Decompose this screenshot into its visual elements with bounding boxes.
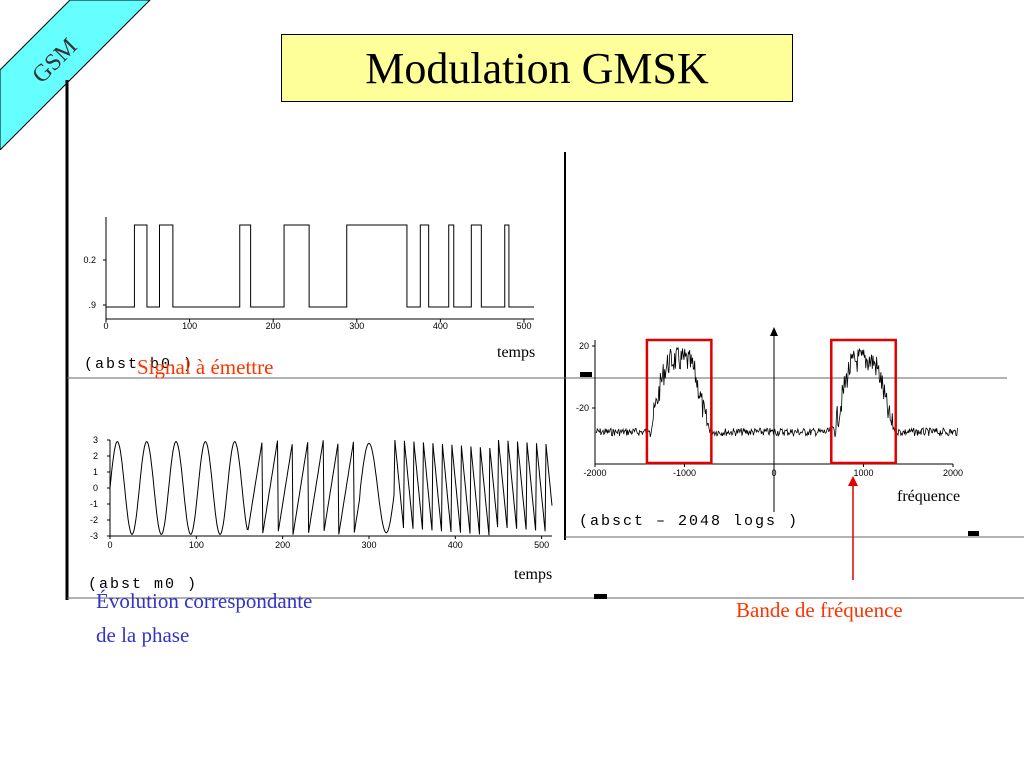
phase-axis-word: temps bbox=[514, 566, 553, 583]
slide-title-box: Modulation GMSK bbox=[281, 34, 793, 102]
marker-3 bbox=[594, 594, 607, 599]
marker-1 bbox=[580, 372, 592, 377]
phase-y-tick-label: 3 bbox=[93, 435, 98, 445]
signal-x-tick-label: 300 bbox=[349, 321, 364, 331]
spectrum-axis-word: fréquence bbox=[897, 488, 961, 505]
spectrum-series-line bbox=[595, 346, 958, 438]
marker-2 bbox=[968, 531, 979, 536]
phase-y-tick-label: -3 bbox=[90, 531, 98, 541]
phase-caption: Évolution correspondante de la phase bbox=[96, 585, 312, 652]
signal-axis-overlay-text: (abst b0 ) bbox=[84, 356, 194, 373]
signal-y-tick-label: 0.2 bbox=[83, 255, 96, 265]
spectrum-y-tick-label: 20 bbox=[579, 341, 589, 351]
spectrum-x-tick-label: -2000 bbox=[583, 468, 606, 478]
signal-y-tick-label: .9 bbox=[88, 300, 96, 310]
phase-y-tick-label: 0 bbox=[93, 483, 98, 493]
slide-title: Modulation GMSK bbox=[365, 43, 709, 93]
phase-x-tick-label: 500 bbox=[534, 540, 549, 550]
spectrum-center-arrowhead bbox=[770, 327, 778, 336]
band-caption: Bande de fréquence bbox=[736, 598, 903, 622]
signal-axis-word: temps bbox=[497, 344, 536, 361]
gsm-corner-ribbon: GSM bbox=[0, 0, 151, 150]
phase-x-tick-label: 200 bbox=[275, 540, 290, 550]
phase-x-tick-label: 100 bbox=[189, 540, 204, 550]
signal-x-ticks: 0 100 200 300 400 500 bbox=[103, 319, 531, 331]
phase-y-tick-label: 2 bbox=[93, 451, 98, 461]
signal-series-line bbox=[106, 224, 534, 308]
phase-x-ticks: 0 100 200 300 400 500 bbox=[107, 536, 549, 550]
band-highlight-box bbox=[645, 338, 713, 465]
spectrum-x-tick-label: 1000 bbox=[853, 468, 873, 478]
phase-series-line bbox=[109, 439, 553, 536]
phase-caption-line2: de la phase bbox=[96, 622, 190, 647]
spectrum-y-tick-label: -20 bbox=[576, 403, 589, 413]
signal-x-tick-label: 200 bbox=[266, 321, 281, 331]
phase-y-tick-label: -2 bbox=[90, 515, 98, 525]
signal-x-tick-label: 100 bbox=[182, 321, 197, 331]
phase-y-ticks: 3 2 1 0 -1 -2 -3 bbox=[90, 435, 110, 541]
band-arrow bbox=[848, 476, 858, 580]
spectrum-x-tick-label: 2000 bbox=[943, 468, 963, 478]
phase-x-tick-label: 0 bbox=[107, 540, 112, 550]
spectrum-axis-overlay-text: (absct – 2048 logs ) bbox=[579, 513, 799, 530]
signal-y-ticks: 0.2 .9 bbox=[83, 255, 106, 310]
phase-y-tick-label: 1 bbox=[93, 467, 98, 477]
signal-x-tick-label: 500 bbox=[516, 321, 531, 331]
phase-x-tick-label: 300 bbox=[361, 540, 376, 550]
phase-y-tick-label: -1 bbox=[90, 499, 98, 509]
signal-x-tick-label: 400 bbox=[433, 321, 448, 331]
signal-x-tick-label: 0 bbox=[103, 321, 108, 331]
spectrum-y-ticks: 20 -20 bbox=[576, 341, 595, 413]
signal-chart: 0 100 200 300 400 500 0.2 .9 (abst b0 ) bbox=[83, 217, 534, 373]
spectrum-x-ticks: -2000 -1000 0 1000 2000 bbox=[583, 464, 963, 478]
spectrum-x-tick-label: -1000 bbox=[673, 468, 696, 478]
phase-caption-line1: Évolution correspondante bbox=[96, 589, 313, 613]
spectrum-chart: -2000 -1000 0 1000 2000 20 -20 (absct – 2048 … bbox=[576, 327, 963, 530]
spectrum-band-highlights bbox=[645, 338, 897, 465]
spectrum-x-tick-label: 0 bbox=[771, 468, 776, 478]
signal-axes bbox=[105, 217, 534, 320]
phase-axis-overlay-text: (abst m0 ) bbox=[88, 576, 198, 593]
phase-x-tick-label: 400 bbox=[448, 540, 463, 550]
band-highlight-box bbox=[830, 338, 897, 465]
signal-caption: Signal à émettre bbox=[137, 355, 274, 379]
phase-chart: 0 100 200 300 400 500 3 2 1 0 -1 -2 -3 (abst m0 ) bbox=[88, 435, 553, 593]
spectrum-axes bbox=[594, 327, 953, 512]
